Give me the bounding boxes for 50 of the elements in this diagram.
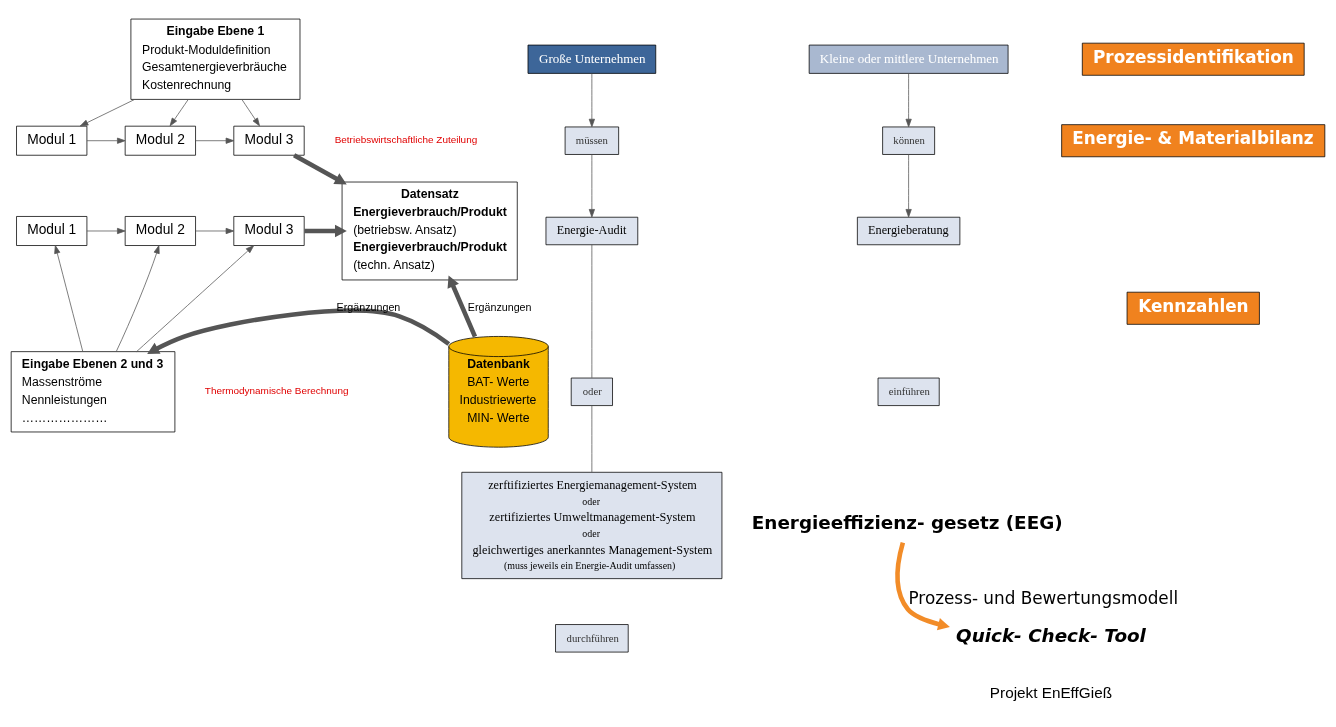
arrow	[86, 137, 126, 144]
arrow	[895, 542, 950, 631]
node-box: können	[882, 126, 936, 155]
node-box: Große Unternehmen	[527, 44, 657, 74]
arrow	[136, 245, 255, 352]
arrow	[79, 99, 135, 127]
node-box: Modul 3	[233, 125, 305, 156]
arrow	[905, 154, 912, 218]
node-box: Eingabe Ebene 1 Produkt-Moduldefinition Gesamtenergieverbräuche Kostenrechnung	[130, 18, 301, 100]
arrow	[54, 245, 84, 352]
label: Thermodynamische Berechnung	[204, 385, 349, 397]
node-box: Kennzahlen	[1126, 291, 1260, 325]
edge-label: Ergänzungen	[467, 301, 532, 314]
arrow	[169, 99, 189, 127]
connector	[591, 244, 593, 379]
node-text: Energieeffizienz- gesetz (EEG)	[751, 512, 1063, 534]
arrow	[195, 137, 235, 144]
node-box: Modul 1	[16, 216, 88, 246]
arrow	[195, 227, 235, 235]
label: Projekt EnEffGieß	[989, 683, 1113, 701]
node-box: Datensatz Energieverbrauch/Produkt (betriebsw. Ansatz) Energieverbrauch/Produkt (techn. Ansatz)	[341, 181, 518, 281]
node-box: Kleine oder mittlere Unternehmen	[808, 44, 1009, 74]
arrow	[588, 73, 595, 128]
node-box: Modul 1	[16, 125, 88, 156]
arrow	[115, 245, 160, 352]
node-box: einführen	[877, 377, 940, 406]
node-box: Modul 2	[124, 216, 196, 246]
arrow	[241, 99, 260, 127]
arrow	[147, 308, 451, 354]
node-box: oder	[570, 377, 613, 406]
node-box: Energieberatung	[856, 216, 961, 246]
node-box: durchführen	[555, 624, 629, 653]
node-box: Modul 2	[124, 125, 196, 156]
arrow	[447, 275, 478, 338]
node-box: Prozessidentifikation	[1081, 42, 1305, 76]
node-text: Quick- Check- Tool	[956, 625, 1146, 647]
arrow	[588, 154, 595, 218]
connector	[591, 405, 593, 473]
node-box: zerftifiziertes Energiemanagement-System oder zertifiziertes Umweltmanagement-System oder gleichwertiges anerkanntes Management-System (muss jeweils ein Energie-Audit umfassen)	[461, 471, 723, 580]
arrow	[304, 224, 347, 238]
node-box: Energie-Audit	[545, 216, 639, 246]
arrow	[905, 73, 912, 128]
edge-label: Prozess- und Bewertungsmodell	[908, 588, 1179, 609]
arrow	[293, 153, 347, 185]
arrow	[86, 227, 126, 235]
label: Betriebswirtschaftliche Zuteilung	[334, 134, 478, 146]
node-box: Energie- & Materialbilanz	[1061, 124, 1326, 158]
node-box: müssen	[564, 126, 620, 155]
node-box: Modul 3	[233, 216, 305, 246]
node-box: Eingabe Ebenen 2 und 3 Massenströme Nennleistungen …………………	[10, 351, 176, 433]
